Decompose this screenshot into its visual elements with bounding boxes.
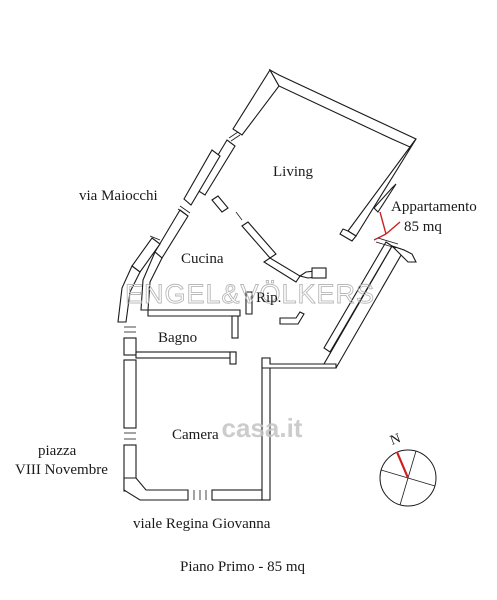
apartment-label-line1: Appartamento [391, 199, 477, 215]
window-nw-2a [179, 205, 191, 214]
window-nw-1a [228, 131, 239, 139]
wall-west-bagno [123, 337, 137, 356]
watermark-site: casa.it [222, 413, 303, 443]
door-living-mark [235, 211, 243, 221]
street-label-piazza: piazza [38, 443, 77, 459]
wall-entry-stub [373, 183, 397, 213]
wall-kitchen-living-stub [211, 195, 229, 213]
entrance-door-b [377, 237, 399, 245]
window-nw-1b [230, 134, 241, 142]
entrance-arrow-left [373, 233, 387, 241]
wall-rip-bottom [279, 311, 305, 325]
compass: N [379, 431, 437, 507]
wall-nw-upper [232, 68, 280, 136]
wall-camera-ne [261, 357, 337, 369]
wall-rip-left [245, 291, 253, 315]
wall-living-ne [268, 68, 417, 148]
entrance-arrow-right [385, 221, 401, 235]
room-label-camera: Camera [172, 427, 219, 443]
entrance-door [375, 237, 399, 249]
room-label-cucina: Cucina [181, 251, 224, 267]
window-nw-3a [149, 235, 161, 241]
street-label-via-maiocchi: via Maiocchi [79, 188, 158, 204]
watermark-brand: ENGEL&VÖLKERS [125, 279, 375, 309]
wall-nw-mid2 [183, 149, 221, 206]
wall-south-left [123, 477, 189, 501]
apartment-label-line2: 85 mq [404, 219, 442, 235]
room-label-bagno: Bagno [158, 330, 197, 346]
room-label-living: Living [273, 164, 313, 180]
compass-needle [395, 451, 410, 479]
wall-rip-right-post [311, 267, 327, 279]
room-label-rip: Rip. [256, 290, 281, 306]
wall-bagno-door-post [229, 351, 237, 365]
window-nw-2b [177, 208, 189, 217]
compass-label-n: N [388, 431, 403, 449]
windows [124, 131, 243, 500]
wall-west-curve [117, 265, 141, 323]
entrance-door-a [375, 241, 397, 249]
wall-west-camera-upper [123, 359, 137, 429]
entrance-arrow-stem [379, 211, 387, 235]
wall-south-right [211, 489, 263, 501]
wall-east-diag-inner [323, 241, 393, 353]
wall-bagno-camera [135, 351, 237, 359]
wall-bagno-east [231, 315, 239, 339]
street-label-viale: viale Regina Giovanna [133, 516, 271, 532]
plan-caption: Piano Primo - 85 mq [180, 559, 306, 575]
wall-cucina-bagno [147, 309, 241, 317]
wall-living-return [339, 228, 357, 242]
walls [117, 68, 417, 501]
entrance-arrow [373, 211, 401, 241]
wall-entry-right [391, 245, 417, 263]
street-label-viii-novembre: VIII Novembre [15, 462, 108, 478]
wall-kitchen-diag [241, 221, 277, 259]
